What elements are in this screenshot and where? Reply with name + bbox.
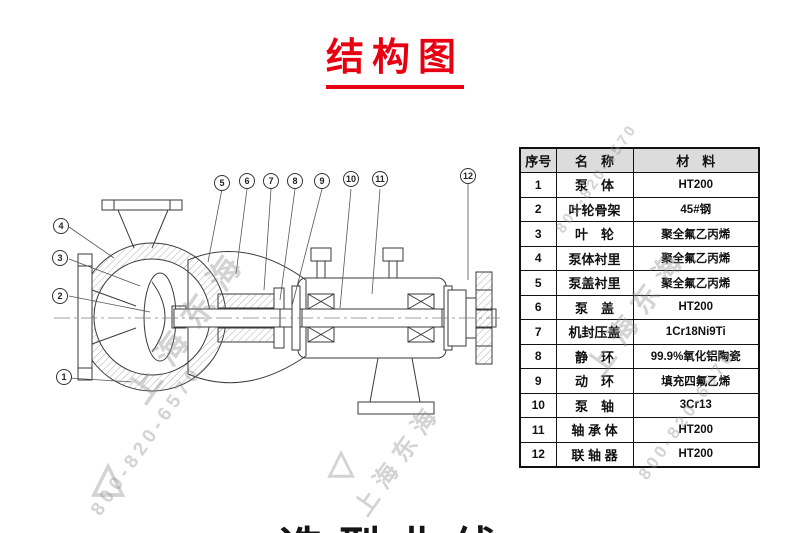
support-foot bbox=[357, 357, 435, 415]
seal-gland-bottom bbox=[217, 327, 277, 343]
part-material: 填充四氟乙烯 bbox=[632, 368, 760, 394]
part-no: 12 bbox=[519, 441, 557, 467]
discharge-flange bbox=[101, 199, 183, 211]
part-material: 1Cr18Ni9Ti bbox=[632, 319, 760, 345]
part-no: 4 bbox=[519, 245, 557, 271]
pump-cover bbox=[187, 251, 307, 384]
part-material: 聚全氟乙丙烯 bbox=[632, 221, 760, 247]
part-no: 2 bbox=[519, 196, 557, 222]
part-name: 静 环 bbox=[555, 343, 634, 369]
bottom-section-title: 选型曲线 bbox=[279, 512, 511, 533]
impeller bbox=[143, 272, 177, 362]
bearing-right bbox=[407, 293, 435, 343]
part-name: 动 环 bbox=[555, 368, 634, 394]
bearing-left bbox=[307, 293, 335, 343]
pump-structure-diagram bbox=[40, 150, 510, 480]
part-material: HT200 bbox=[632, 172, 760, 198]
part-material: HT200 bbox=[632, 294, 760, 320]
callout-leader-lines bbox=[68, 184, 469, 383]
part-no: 8 bbox=[519, 343, 557, 369]
seal-gland-top bbox=[217, 293, 277, 309]
suction-flange bbox=[77, 253, 93, 381]
part-no: 11 bbox=[519, 417, 557, 443]
grease-cup-right bbox=[382, 247, 404, 279]
part-no: 5 bbox=[519, 270, 557, 296]
part-material: HT200 bbox=[632, 417, 760, 443]
title-underline bbox=[326, 85, 464, 89]
part-name: 泵盖衬里 bbox=[555, 270, 634, 296]
part-name: 泵 轴 bbox=[555, 392, 634, 418]
table-header-1: 名 称 bbox=[555, 147, 634, 173]
part-no: 3 bbox=[519, 221, 557, 247]
part-material: 99.9%氧化铝陶瓷 bbox=[632, 343, 760, 369]
part-name: 叶 轮 bbox=[555, 221, 634, 247]
page-title: 结构图 bbox=[325, 37, 464, 79]
part-material: 3Cr13 bbox=[632, 392, 760, 418]
part-no: 9 bbox=[519, 368, 557, 394]
part-material: 聚全氟乙丙烯 bbox=[632, 245, 760, 271]
part-no: 7 bbox=[519, 319, 557, 345]
table-header-row: 序号名 称材 料 bbox=[519, 147, 760, 173]
part-material: 聚全氟乙丙烯 bbox=[632, 270, 760, 296]
part-material: HT200 bbox=[632, 441, 760, 467]
part-name: 联 轴 器 bbox=[555, 441, 634, 467]
part-name: 机封压盖 bbox=[555, 319, 634, 345]
part-name: 泵 盖 bbox=[555, 294, 634, 320]
part-material: 45#钢 bbox=[632, 196, 760, 222]
part-name: 泵体衬里 bbox=[555, 245, 634, 271]
part-name: 叶轮骨架 bbox=[555, 196, 634, 222]
part-name: 泵 体 bbox=[555, 172, 634, 198]
part-name: 轴 承 体 bbox=[555, 417, 634, 443]
part-no: 6 bbox=[519, 294, 557, 320]
grease-cup-left bbox=[310, 247, 332, 279]
part-no: 1 bbox=[519, 172, 557, 198]
table-header-0: 序号 bbox=[519, 147, 557, 173]
table-header-2: 材 料 bbox=[632, 147, 760, 173]
pump-drawing-svg bbox=[54, 184, 500, 415]
part-no: 10 bbox=[519, 392, 557, 418]
